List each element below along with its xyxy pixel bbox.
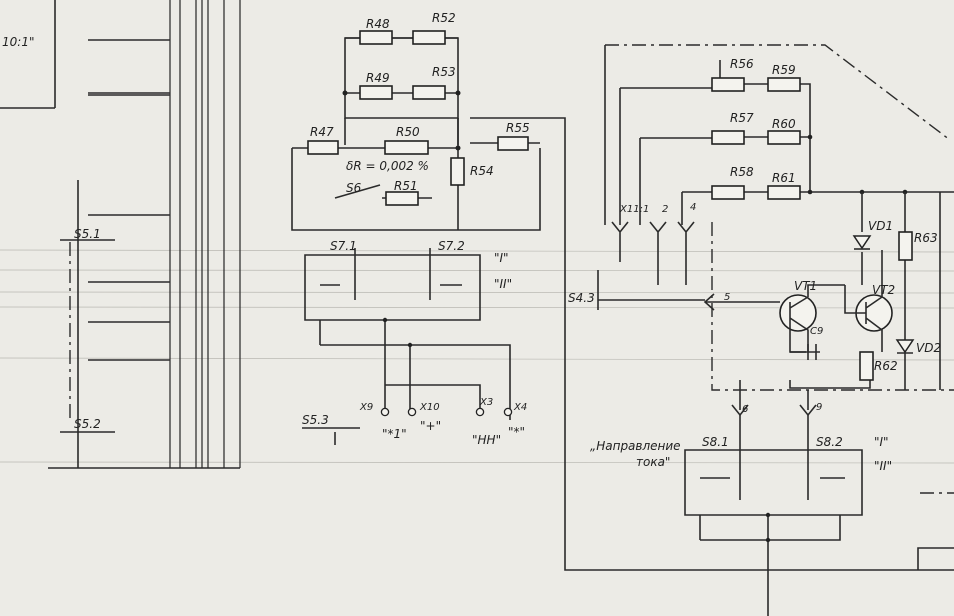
label-r55: R55 [506, 121, 530, 135]
label-term-x1: "*1" [382, 427, 407, 441]
label-pos-i: "I" [494, 251, 509, 265]
label-vd1: VD1 [868, 219, 893, 233]
label-pos-ii: "II" [494, 277, 512, 291]
label-r52: R52 [432, 11, 456, 25]
label-term-star: "*" [508, 425, 525, 439]
label-r51: R51 [394, 179, 418, 193]
label-pin-9: 9 [816, 402, 822, 413]
module-frame [605, 44, 954, 391]
label-r47: R47 [310, 125, 334, 139]
label-tolerance: δR = 0,002 % [346, 159, 429, 173]
label-r50: R50 [396, 125, 420, 139]
label-pin-5: 5 [724, 292, 730, 303]
label-direction-2: тока" [636, 455, 670, 469]
label-s6: S6 [346, 181, 362, 195]
resistor-r50 [384, 140, 429, 155]
switch-s8 [684, 380, 954, 616]
resistor-r59 [767, 77, 801, 92]
x9-terminal [380, 407, 390, 417]
label-s8-1: S8.1 [702, 435, 729, 449]
resistor-r49 [359, 85, 393, 100]
label-pin-4: 4 [690, 202, 696, 213]
resistor-r63 [898, 231, 913, 261]
label-pin-6: 6 [742, 404, 748, 415]
scan-noise [0, 249, 954, 464]
vt1-transistor [779, 294, 817, 332]
label-x4: X4 [513, 402, 527, 413]
label-s8-2: S8.2 [816, 435, 843, 449]
label-r54: R54 [470, 164, 494, 178]
label-direction: „Направление [590, 439, 681, 453]
bridge-network [291, 117, 954, 571]
label-r57: R57 [730, 111, 754, 125]
resistor-r58 [711, 185, 745, 200]
label-x3: X3 [479, 397, 493, 408]
label-term-hh: "HH" [472, 433, 501, 447]
label-x10: X10 [419, 402, 440, 413]
label-x11-1: X11:1 [619, 204, 649, 215]
resistor-r56 [711, 77, 745, 92]
x3-terminal [475, 407, 485, 417]
switch-s7 [304, 248, 511, 420]
resistor-r61 [767, 185, 801, 200]
label-s5-3: S5.3 [302, 413, 329, 427]
left-section [0, 0, 241, 469]
label-r61: R61 [772, 171, 796, 185]
resistor-r48 [359, 30, 393, 45]
label-r60: R60 [772, 117, 796, 131]
label-s4-3: S4.3 [568, 291, 595, 305]
label-ratio: 10:1" [2, 35, 34, 49]
label-term-plus: "+" [420, 419, 441, 433]
label-r63: R63 [914, 231, 938, 245]
x10-terminal [407, 407, 417, 417]
resistor-r53 [412, 85, 446, 100]
label-r58: R58 [730, 165, 754, 179]
terminal-block [302, 407, 513, 445]
label-r56: R56 [730, 57, 754, 71]
x11-connector [597, 221, 715, 311]
label-pos-i-b: "I" [874, 435, 889, 449]
label-vt1: VT1 [794, 279, 817, 293]
resistor-r47 [307, 140, 339, 155]
label-r59: R59 [772, 63, 796, 77]
label-vt2: VT2 [872, 283, 895, 297]
label-pin-2: 2 [662, 204, 668, 215]
label-s7-2: S7.2 [438, 239, 465, 253]
label-s5-2: S5.2 [74, 417, 101, 431]
label-r53: R53 [432, 65, 456, 79]
resistor-r55 [497, 136, 529, 151]
label-r62: R62 [874, 359, 898, 373]
x4-terminal [503, 407, 513, 417]
transistor-stage [705, 192, 941, 390]
label-r48: R48 [366, 17, 390, 31]
r56-r61-ladder [604, 45, 954, 225]
resistor-r57 [711, 130, 745, 145]
label-c9: C9 [810, 326, 823, 337]
label-vd2: VD2 [916, 341, 941, 355]
label-s5-1: S5.1 [74, 227, 101, 241]
resistor-r54 [450, 157, 465, 186]
label-s7-1: S7.1 [330, 239, 357, 253]
resistor-r60 [767, 130, 801, 145]
resistor-r62 [859, 351, 874, 381]
label-x9: X9 [359, 402, 373, 413]
resistor-r52 [412, 30, 446, 45]
label-pos-ii-b: "II" [874, 459, 892, 473]
resistor-r51 [385, 191, 419, 206]
label-r49: R49 [366, 71, 390, 85]
